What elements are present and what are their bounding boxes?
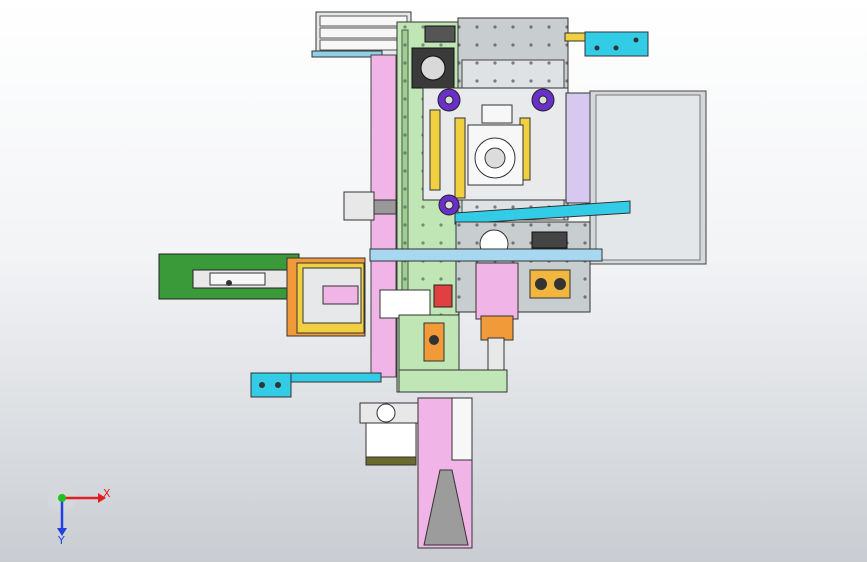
top-cylinder-assembly <box>311 11 412 58</box>
servo-motor <box>411 25 456 89</box>
right-cover-box <box>589 90 707 265</box>
bottom-green-base <box>398 369 508 393</box>
y-axis-label: Y <box>57 534 65 547</box>
z-axis-arrowhead <box>57 528 67 536</box>
orange-slide-block <box>286 257 431 337</box>
red-sensor-block <box>433 284 453 308</box>
green-cylinder-plate <box>158 253 300 300</box>
top-right-cyan-bracket <box>564 31 649 57</box>
y-axis-dot <box>58 494 66 502</box>
small-left-block <box>343 191 397 221</box>
pink-vertical-column <box>370 54 397 378</box>
lavender-side-panel <box>565 92 591 204</box>
axis-triad: X Y <box>48 484 111 547</box>
purple-pulleys <box>437 88 555 216</box>
cyan-lower-arm <box>250 372 382 398</box>
light-blue-horizontal-bar <box>369 248 603 262</box>
cyan-diagonal-rail <box>454 200 631 225</box>
pink-chute <box>417 397 473 549</box>
x-axis-arrowhead <box>98 493 106 503</box>
x-axis-label: X <box>103 487 111 500</box>
